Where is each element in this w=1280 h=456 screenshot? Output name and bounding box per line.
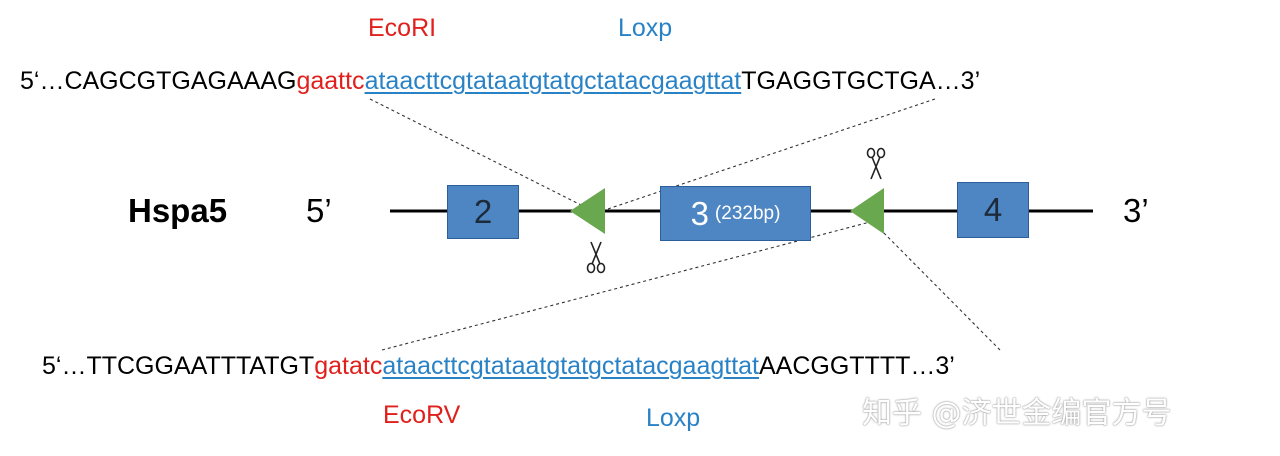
bottom-seq-right: AACGGTTTT…3’: [759, 352, 955, 380]
exon-4: 4: [957, 182, 1029, 238]
scissors-icon: [866, 147, 886, 180]
guide-line-top-left: [369, 98, 586, 208]
bottom-sequence: 5‘…TTCGGAATTTATGTgatatcataacttcgtataatgt…: [42, 352, 955, 381]
exon-3-size: (232bp): [714, 202, 781, 224]
bottom-loxp-label: Loxp: [646, 404, 701, 432]
top-seq-right: TGAGGTGCTGA…3’: [741, 67, 981, 95]
exon-3: 3 (232bp): [660, 186, 811, 241]
bottom-seq-site: gatatc: [314, 352, 383, 380]
five-prime-label: 5’: [306, 192, 332, 229]
exon-2-number: 2: [473, 193, 493, 230]
top-loxp-label: Loxp: [618, 14, 673, 42]
guide-line-bottom-right: [872, 221, 1001, 351]
exon-3-number: 3: [690, 194, 709, 232]
scissors-icon: [586, 241, 606, 274]
top-seq-loxp: ataacttcgtataatgtatgctatacgaagttat: [364, 67, 742, 95]
bottom-seq-left: 5‘…TTCGGAATTTATGT: [42, 352, 315, 380]
exon-4-number: 4: [983, 191, 1003, 228]
ecorv-label: EcoRV: [383, 401, 461, 429]
guide-line-top-right: [589, 98, 936, 216]
loxp-triangle-icon: [850, 188, 884, 234]
three-prime-label: 3’: [1123, 192, 1149, 229]
gene-name: Hspa5: [128, 192, 228, 229]
top-sequence: 5‘…CAGCGTGAGAAAGgaattcataacttcgtataatgta…: [20, 67, 980, 96]
bottom-seq-loxp: ataacttcgtataatgtatgctatacgaagttat: [382, 352, 759, 380]
top-seq-left: 5‘…CAGCGTGAGAAAG: [20, 67, 297, 95]
ecori-label: EcoRI: [368, 14, 437, 42]
loxp-triangle-icon: [570, 188, 605, 234]
guide-line-bottom-left: [381, 221, 871, 351]
watermark: 知乎 @济世金编官方号: [862, 396, 1172, 431]
exon-2: 2: [447, 185, 519, 239]
top-seq-site: gaattc: [296, 67, 365, 95]
